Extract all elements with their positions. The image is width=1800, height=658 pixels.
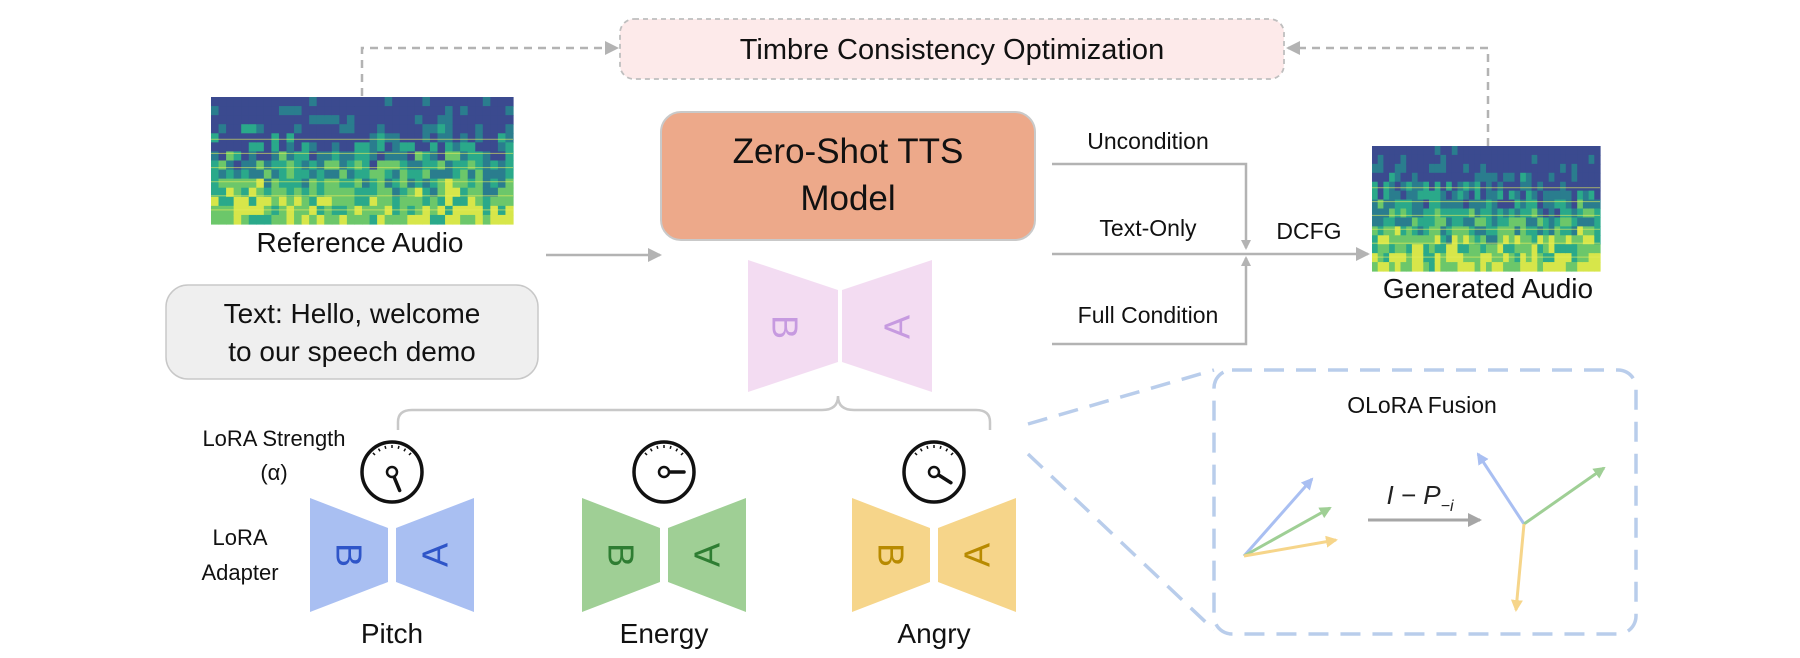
adapter-brace: [396, 395, 992, 430]
strength-dial-icon: [632, 440, 696, 504]
projection-operator-main: I − P: [1386, 480, 1441, 510]
timbre-consistency-box: [619, 18, 1285, 80]
adapter-a-label: A: [957, 543, 998, 567]
generated-audio-label: Generated Audio: [1383, 273, 1593, 304]
olora-fusion-box: [1212, 368, 1638, 636]
adapter-b-block: [852, 498, 930, 612]
lora-adapter-line1: LoRA: [212, 525, 267, 550]
adapter-a-block: [938, 498, 1016, 612]
adapter-a-label: A: [415, 543, 456, 567]
olora-output-vectors: [1476, 452, 1606, 612]
text-only-label: Text-Only: [1099, 215, 1197, 241]
projection-operator: I − P−i: [1386, 480, 1454, 515]
orth-vector-yellow: [1510, 523, 1526, 612]
adapter-b-block: [582, 498, 660, 612]
lora-adapter-line2: Adapter: [201, 560, 278, 585]
projection-operator-sub: −i: [1441, 498, 1454, 515]
olora-fusion-title: OLoRA Fusion: [1347, 392, 1497, 418]
adapter-b-block: [310, 498, 388, 612]
adapter-a-block: [396, 498, 474, 612]
strength-dial-icon: [902, 440, 966, 504]
tts-model-box: [660, 111, 1036, 241]
orth-vector-green: [1523, 466, 1606, 526]
vector-yellow: [1243, 535, 1338, 558]
uncondition-label: Uncondition: [1087, 128, 1208, 154]
orth-vector-blue: [1476, 452, 1526, 525]
adapter-a-label: A: [687, 543, 728, 567]
full-condition-label: Full Condition: [1078, 302, 1219, 328]
lora-strength-line1: LoRA Strength: [202, 426, 345, 451]
adapter-angry: B A Angry: [852, 440, 1016, 649]
main-lora-b: B: [764, 315, 805, 339]
reference-spectrogram: [211, 97, 514, 225]
tts-model-line2: Model: [800, 179, 895, 218]
generated-spectrogram: [1372, 146, 1601, 272]
main-lora-a: A: [877, 315, 918, 339]
main-lora-adapter: B A: [748, 260, 932, 392]
adapter-name-label: Pitch: [361, 618, 423, 649]
text-prompt-line1: Text: Hello, welcome: [224, 298, 481, 329]
olora-input-vectors: [1242, 477, 1338, 558]
dcfg-label: DCFG: [1276, 218, 1341, 244]
lora-strength-line2: (α): [260, 460, 287, 485]
adapter-group: B A Pitch B A Energy B A Angry: [310, 440, 1016, 649]
reference-audio-label: Reference Audio: [256, 227, 463, 258]
olora-zoom-lines: [1026, 368, 1216, 632]
vector-green: [1243, 506, 1332, 558]
vector-blue: [1242, 477, 1314, 557]
adapter-b-label: B: [328, 543, 369, 567]
adapter-b-label: B: [870, 543, 911, 567]
adapter-b-label: B: [600, 543, 641, 567]
strength-dial-icon: [360, 440, 424, 504]
adapter-energy: B A Energy: [582, 440, 746, 649]
tts-model-line1: Zero-Shot TTS: [733, 132, 964, 171]
condition-lines: [1052, 162, 1370, 346]
timbre-consistency-label: Timbre Consistency Optimization: [740, 34, 1164, 66]
text-prompt-box: [165, 284, 539, 380]
text-prompt-line2: to our speech demo: [228, 336, 476, 367]
adapter-name-label: Energy: [620, 618, 709, 649]
timbre-feedback-loop: [360, 41, 1490, 146]
adapter-name-label: Angry: [897, 618, 970, 649]
adapter-pitch: B A Pitch: [310, 440, 474, 649]
adapter-a-block: [668, 498, 746, 612]
